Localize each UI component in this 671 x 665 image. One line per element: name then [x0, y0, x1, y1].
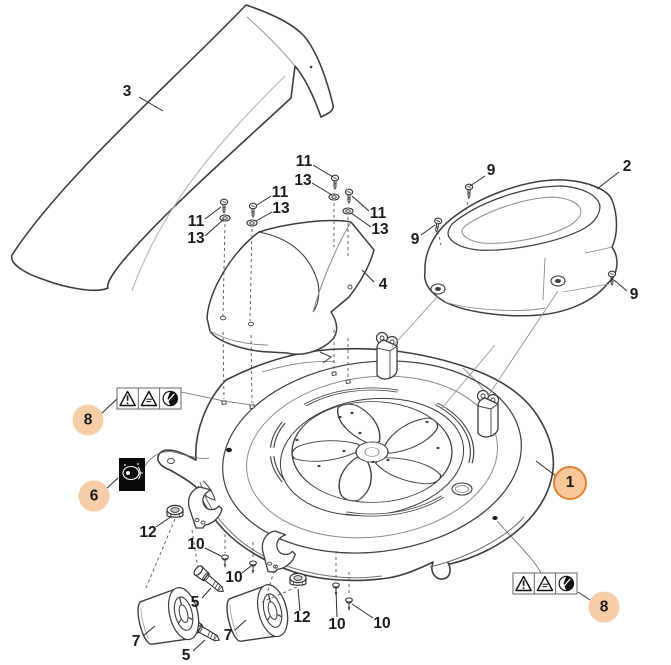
- part-upper-discharge-chute: [10, 4, 334, 292]
- screw-9: [464, 183, 474, 199]
- part-callout-5[interactable]: 5: [181, 647, 191, 664]
- part-callout-circle-6[interactable]: 6: [78, 480, 110, 512]
- roller-7: [221, 580, 294, 648]
- deck-hinge-tower: [375, 331, 399, 380]
- part-callout-13[interactable]: 13: [294, 172, 312, 189]
- deck-hinge-tower: [476, 389, 500, 438]
- part-lower-discharge-chute: [206, 219, 375, 355]
- washer-13: [219, 214, 231, 222]
- nut-12: [166, 504, 184, 518]
- screw-11: [248, 202, 258, 218]
- part-callout-circle-1[interactable]: 1: [553, 466, 587, 500]
- screw-11: [219, 198, 229, 214]
- assembly-guides: [391, 283, 610, 409]
- part-callout-10[interactable]: 10: [373, 615, 391, 632]
- part-callout-11[interactable]: 11: [187, 213, 205, 230]
- assembly-lines: [145, 195, 470, 603]
- part-callout-9[interactable]: 9: [629, 286, 639, 303]
- screw-10: [221, 554, 229, 568]
- part-callout-7[interactable]: 7: [223, 627, 233, 644]
- safety-label: [116, 387, 182, 410]
- part-deck-housing: [157, 331, 555, 582]
- part-callout-9[interactable]: 9: [486, 162, 496, 179]
- safety-label: [512, 572, 578, 595]
- part-callout-11[interactable]: 11: [369, 205, 387, 222]
- bolt-5: [191, 563, 228, 597]
- part-callout-circle-8[interactable]: 8: [588, 591, 620, 623]
- nut-12: [289, 572, 307, 586]
- washer-13: [246, 219, 258, 227]
- part-callout-10[interactable]: 10: [225, 569, 243, 586]
- screw-11: [344, 188, 354, 204]
- washer-13: [328, 193, 340, 201]
- belt-routing-label: [119, 458, 145, 491]
- part-callout-4[interactable]: 4: [378, 276, 388, 293]
- part-callout-12[interactable]: 12: [139, 524, 157, 541]
- part-callout-9[interactable]: 9: [410, 231, 420, 248]
- part-callout-13[interactable]: 13: [371, 221, 389, 238]
- leader-lines: [100, 96, 628, 652]
- part-callout-10[interactable]: 10: [187, 536, 205, 553]
- part-callout-11[interactable]: 11: [271, 184, 289, 201]
- part-callout-12[interactable]: 12: [293, 609, 311, 626]
- part-callout-11[interactable]: 11: [295, 153, 313, 170]
- part-callout-2[interactable]: 2: [622, 158, 632, 175]
- part-callout-13[interactable]: 13: [187, 230, 205, 247]
- part-cover: [423, 179, 618, 317]
- screw-10: [345, 597, 353, 611]
- part-callout-10[interactable]: 10: [328, 616, 346, 633]
- part-callout-circle-8[interactable]: 8: [72, 404, 104, 436]
- part-callout-3[interactable]: 3: [122, 83, 132, 100]
- part-callout-7[interactable]: 7: [131, 633, 141, 650]
- part-callout-13[interactable]: 13: [272, 200, 290, 217]
- part-callout-5[interactable]: 5: [190, 594, 200, 611]
- belt-routing-icon: [122, 463, 143, 481]
